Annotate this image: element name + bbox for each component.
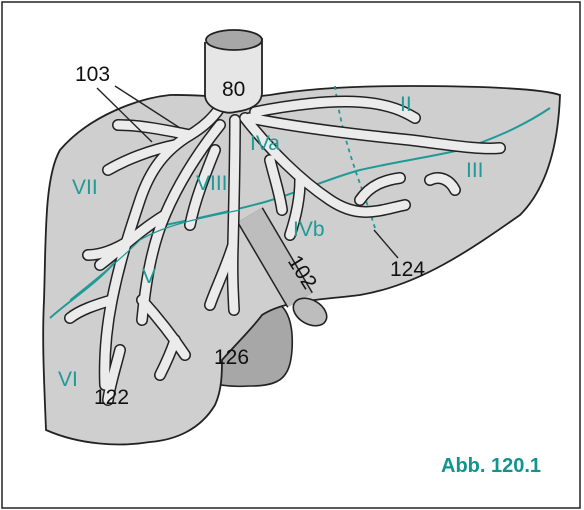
number-label-126: 126 bbox=[214, 346, 249, 369]
segment-label-V: V bbox=[142, 265, 156, 288]
number-label-103: 103 bbox=[75, 63, 110, 86]
segment-label-IVa: IVa bbox=[250, 132, 280, 155]
segment-label-II: II bbox=[400, 93, 412, 116]
segment-label-VI: VI bbox=[58, 368, 78, 391]
number-label-124: 124 bbox=[390, 258, 425, 281]
segment-label-IVb: IVb bbox=[293, 218, 325, 241]
number-label-122: 122 bbox=[94, 386, 129, 409]
segment-label-VII: VII bbox=[72, 176, 98, 199]
figure-caption: Abb. 120.1 bbox=[441, 455, 541, 477]
segment-label-VIII: VIII bbox=[196, 172, 228, 195]
segment-label-III: III bbox=[466, 159, 484, 182]
number-label-80: 80 bbox=[222, 78, 245, 101]
